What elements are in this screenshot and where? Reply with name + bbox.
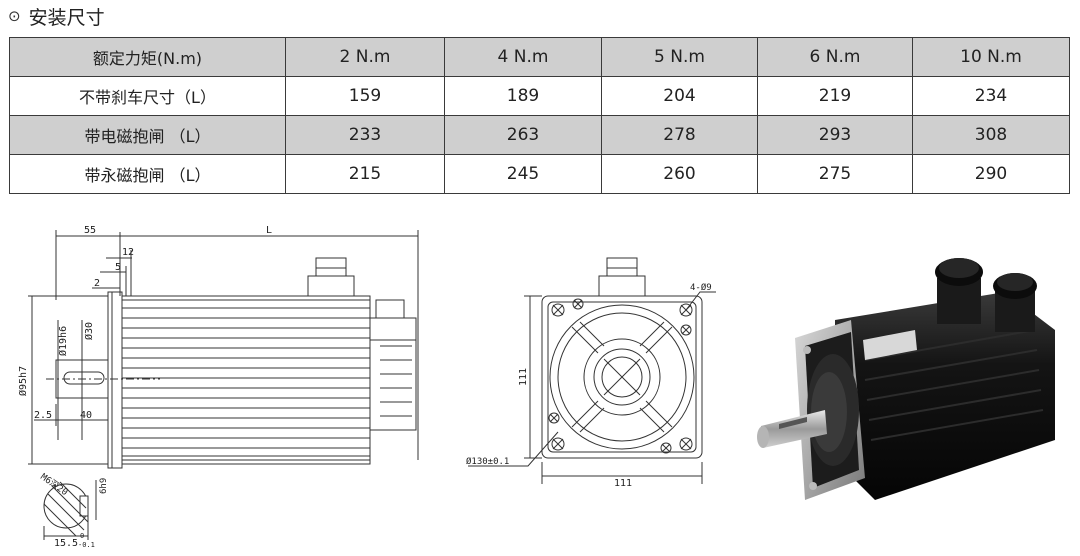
row-label: 不带刹车尺寸（L） xyxy=(9,76,286,116)
table-cell: 308 xyxy=(912,115,1070,155)
table-cell: 233 xyxy=(285,115,445,155)
key-width-label: 6h9 xyxy=(99,478,109,494)
key-depth-lower-tol: -0.1 xyxy=(78,541,95,549)
section-title: 安装尺寸 xyxy=(28,6,105,29)
section-header: ⊙ 安装尺寸 xyxy=(8,4,105,29)
width-111-label: 111 xyxy=(614,478,632,489)
table-cell: 234 xyxy=(912,76,1070,116)
dim-5-label: 5 xyxy=(115,262,121,273)
dimension-table: 额定力矩(N.m) 2 N.m 4 N.m 5 N.m 6 N.m 10 N.m… xyxy=(9,37,1070,194)
pcd-label: Ø130±0.1 xyxy=(466,456,509,467)
dim-pilot-diameter-label: Ø95h7 xyxy=(17,366,29,396)
dim-2-label: 2 xyxy=(94,278,100,289)
table-cell: 189 xyxy=(444,76,602,116)
header-cell: 10 N.m xyxy=(912,37,1070,77)
key-depth-label: 15.5 xyxy=(54,538,78,549)
header-cell: 6 N.m xyxy=(757,37,913,77)
key-depth-upper-tol: 0 xyxy=(80,532,84,540)
shaft-section-drawing xyxy=(43,480,97,540)
table-cell: 290 xyxy=(912,154,1070,194)
servo-motor-photo xyxy=(757,258,1055,500)
table-row: 不带刹车尺寸（L） 159 189 204 219 234 xyxy=(9,76,1070,116)
front-view-drawing xyxy=(468,257,716,484)
header-cell: 额定力矩(N.m) xyxy=(9,37,286,77)
thread-label: M6深20 xyxy=(38,471,69,498)
dim-40-label: 40 xyxy=(80,410,92,421)
dim-2-5-label: 2.5 xyxy=(34,410,52,421)
table-cell: 260 xyxy=(601,154,758,194)
dim-30-label: Ø30 xyxy=(83,322,95,340)
header-cell: 5 N.m xyxy=(601,37,758,77)
dim-l-label: L xyxy=(266,225,272,236)
header-cell: 4 N.m xyxy=(444,37,602,77)
row-label: 带电磁抱闸 （L） xyxy=(9,115,286,155)
dim-55-label: 55 xyxy=(84,225,96,236)
height-111-label: 111 xyxy=(518,368,529,386)
table-cell: 293 xyxy=(757,115,913,155)
dim-shaft-diameter-label: Ø19h6 xyxy=(57,326,69,356)
table-row: 带电磁抱闸 （L） 233 263 278 293 308 xyxy=(9,115,1070,155)
side-view-drawing xyxy=(28,230,419,469)
table-cell: 219 xyxy=(757,76,913,116)
table-cell: 204 xyxy=(601,76,758,116)
holes-label: 4-Ø9 xyxy=(690,282,712,293)
circle-bullet-icon: ⊙ xyxy=(8,7,21,25)
table-row: 带永磁抱闸 （L） 215 245 260 275 290 xyxy=(9,154,1070,194)
table-header-row: 额定力矩(N.m) 2 N.m 4 N.m 5 N.m 6 N.m 10 N.m xyxy=(9,37,1070,77)
table-cell: 245 xyxy=(444,154,602,194)
row-label: 带永磁抱闸 （L） xyxy=(9,154,286,194)
table-cell: 263 xyxy=(444,115,602,155)
header-cell: 2 N.m xyxy=(285,37,445,77)
dim-12-label: 12 xyxy=(122,247,134,258)
